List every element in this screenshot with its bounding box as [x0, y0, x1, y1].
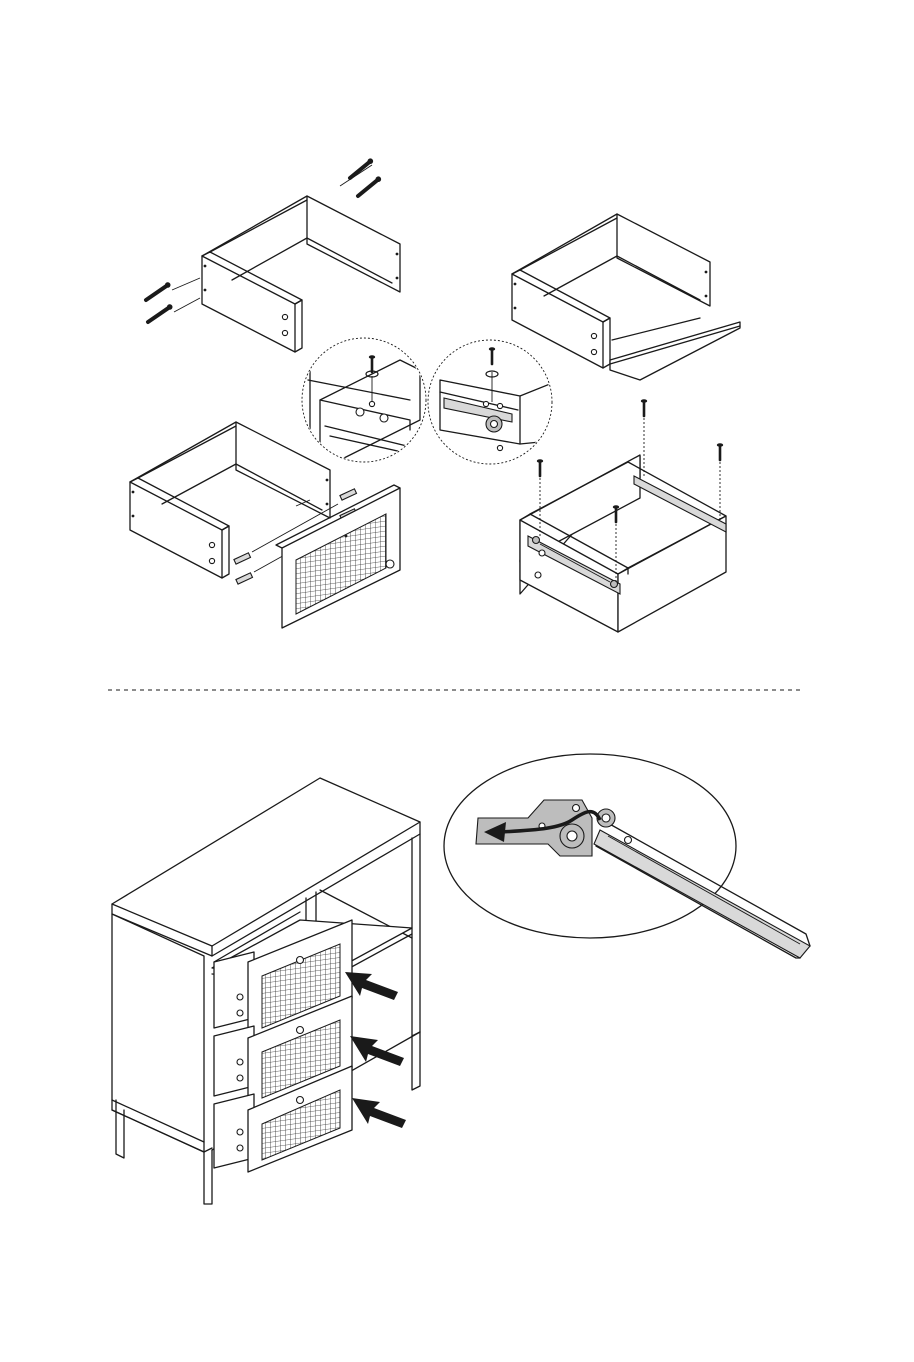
knob-icon — [297, 957, 304, 964]
screw-icon — [346, 158, 375, 178]
dowel-icon — [236, 573, 253, 584]
screw-icon — [537, 459, 543, 476]
dowel-icon — [234, 553, 251, 564]
knob-icon — [297, 1097, 304, 1104]
screw-icon — [354, 176, 383, 196]
step-drawers-insert-into-cabinet — [112, 778, 420, 1204]
push-arrow-icon — [345, 972, 398, 1000]
detail-circle-handle-screw — [302, 338, 426, 462]
push-arrow-icon — [352, 1098, 406, 1128]
screw-icon — [717, 443, 723, 460]
step-drawer-front-attach — [130, 422, 400, 628]
push-arrow-icon — [350, 1036, 404, 1066]
screw-icon — [613, 505, 619, 522]
screw-icon — [489, 347, 495, 364]
step-drawer-bottom-insert — [512, 214, 740, 380]
screw-icon — [146, 304, 175, 322]
detail-slide-hook — [444, 754, 810, 958]
screw-icon — [144, 282, 173, 300]
step-drawer-box-assembly — [144, 158, 400, 352]
step-drawer-slide-attach — [520, 399, 726, 632]
screw-icon — [641, 399, 647, 416]
detail-circle-slide-screw — [428, 340, 560, 464]
dowel-icon — [340, 489, 357, 500]
knob-icon — [297, 1027, 304, 1034]
screw-icon — [369, 355, 375, 372]
knob-icon — [386, 560, 394, 568]
